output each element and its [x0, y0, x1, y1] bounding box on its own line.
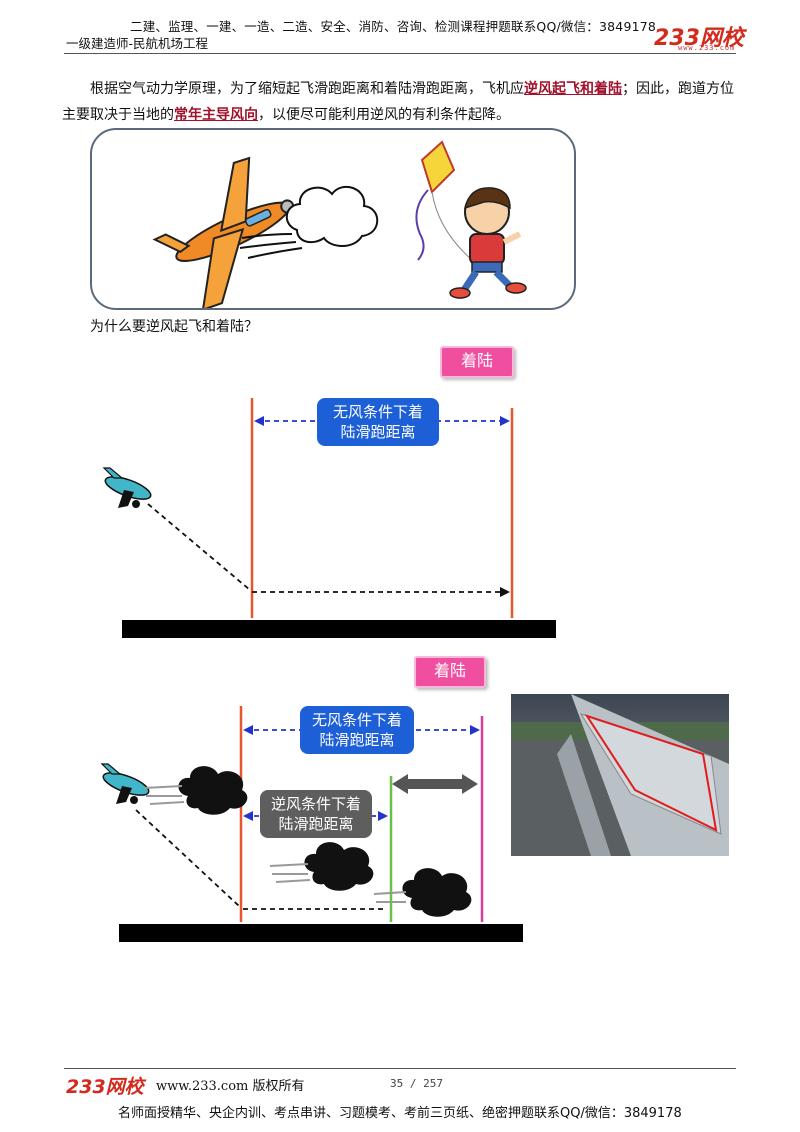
- no-wind-box2-line2: 陆滑跑距离: [319, 731, 395, 749]
- approach-path: [147, 503, 251, 591]
- diagram-no-wind-landing: [102, 398, 514, 618]
- landing-tag-1: 着陆: [440, 346, 514, 378]
- cartoon-illustration-box: [90, 128, 576, 312]
- para-text-2: ；因此，跑道方位主要取决于当地的: [62, 81, 734, 123]
- headwind-cloud-icon: [143, 766, 248, 815]
- headwind-cloud-icon-3: [373, 868, 472, 917]
- no-wind-box2-line1: 无风条件下着: [311, 711, 402, 729]
- no-wind-distance-box-2: 无风条件下着 陆滑跑距离: [300, 706, 414, 754]
- landing-tag-2: 着陆: [414, 656, 486, 688]
- header-subtitle: 一级建造师-民航机场工程: [66, 36, 209, 51]
- headwind-cloud-icon-2: [269, 842, 374, 891]
- header-logo-url: www.233.com: [678, 44, 736, 52]
- footer-rule: [64, 1068, 736, 1069]
- headwind-box-line1: 逆风条件下着: [270, 795, 361, 813]
- para-text-3: ，以便尽可能利用逆风的有利条件起降。: [258, 107, 510, 123]
- para-text-1: 根据空气动力学原理，为了缩短起飞滑跑距离和着陆滑跑距离，飞机应: [90, 81, 524, 97]
- plane-icon-2: [100, 763, 150, 804]
- headwind-distance-box: 逆风条件下着 陆滑跑距离: [260, 790, 372, 838]
- diagram-headwind-landing: [100, 706, 484, 922]
- header-logo: 233网校: [654, 26, 744, 51]
- saved-distance-arrow: [392, 774, 478, 794]
- no-wind-box-line2: 陆滑跑距离: [340, 423, 416, 441]
- plane-icon: [102, 467, 152, 508]
- footer-contact-line: 名师面授精华、央企内训、考点串讲、习题模考、考前三页纸、绝密押题联系QQ/微信：…: [118, 1106, 682, 1121]
- page-number: 35 / 257: [390, 1077, 443, 1090]
- header-rule: [64, 53, 736, 54]
- no-wind-distance-box: 无风条件下着 陆滑跑距离: [317, 398, 439, 446]
- airplane-icon: [152, 156, 295, 312]
- no-wind-box-line1: 无风条件下着: [332, 403, 423, 421]
- wind-cloud-icon: [239, 185, 379, 259]
- header-contact-line: 二建、监理、一建、一造、二造、安全、消防、咨询、检测课程押题联系QQ/微信：38…: [130, 19, 657, 34]
- boy-runner-icon: [449, 187, 527, 299]
- headwind-box-line2: 陆滑跑距离: [278, 815, 354, 833]
- question-text: 为什么要逆风起飞和着陆？: [90, 319, 258, 335]
- cartoon-illustration: [152, 140, 527, 312]
- wing-spoiler-photo: [511, 694, 729, 856]
- intro-paragraph: 根据空气动力学原理，为了缩短起飞滑跑距离和着陆滑跑距离，飞机应逆风起飞和着陆；因…: [62, 76, 738, 128]
- para-highlight-headwind: 逆风起飞和着陆: [524, 81, 622, 97]
- runway-ground-1: [122, 620, 556, 638]
- kite-icon: [415, 140, 473, 261]
- footer-copyright: www.233.com 版权所有: [156, 1079, 305, 1094]
- runway-ground-2: [119, 924, 523, 942]
- para-highlight-wind-direction: 常年主导风向: [174, 107, 258, 123]
- footer-logo: 233网校: [66, 1076, 144, 1098]
